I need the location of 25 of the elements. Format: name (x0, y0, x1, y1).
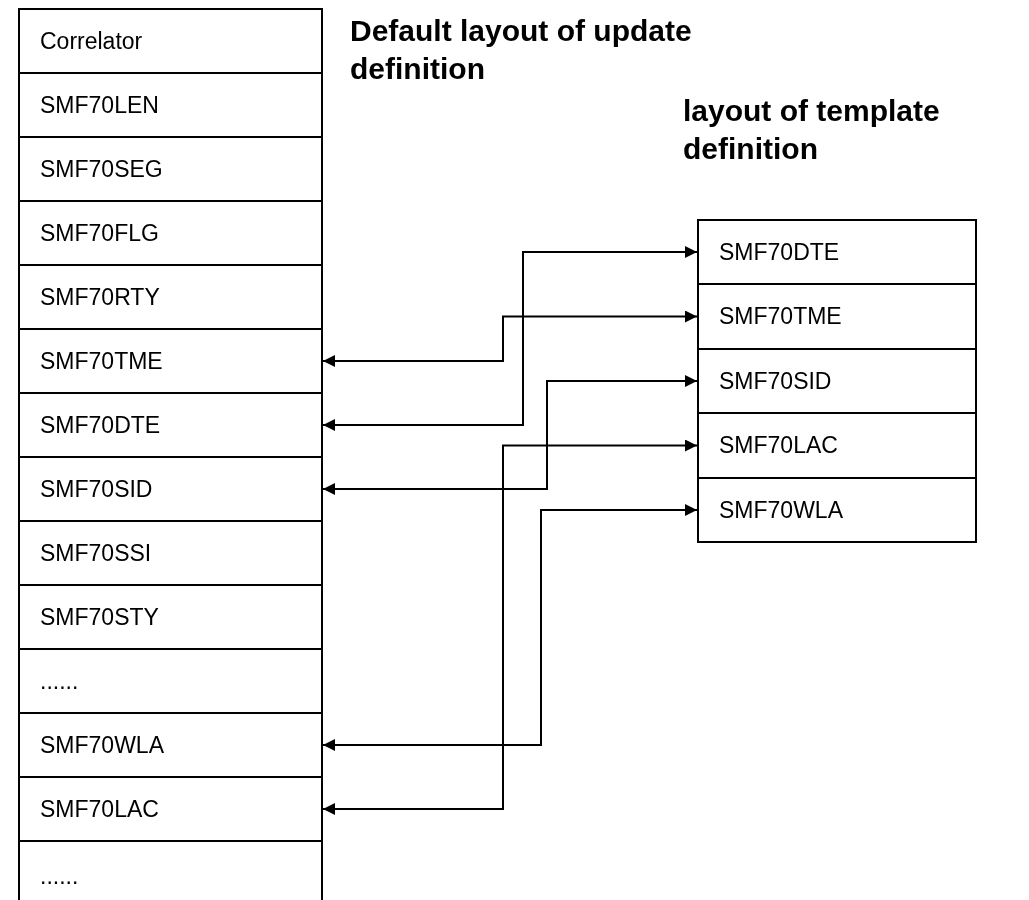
field-cell: SMF70WLA (697, 477, 977, 543)
field-cell: SMF70LAC (697, 412, 977, 479)
field-cell: Correlator (18, 8, 323, 74)
field-cell: SMF70TME (18, 328, 323, 394)
arrow (322, 504, 698, 751)
field-cell: SMF70SEG (18, 136, 323, 202)
field-cell: SMF70WLA (18, 712, 323, 778)
field-cell: SMF70STY (18, 584, 323, 650)
field-cell: SMF70TME (697, 283, 977, 350)
field-cell: SMF70RTY (18, 264, 323, 330)
field-cell: SMF70FLG (18, 200, 323, 266)
field-cell: SMF70SID (18, 456, 323, 522)
field-cell: SMF70LEN (18, 72, 323, 138)
arrow (322, 310, 698, 367)
field-cell: SMF70DTE (18, 392, 323, 458)
arrow (322, 439, 698, 815)
field-cell: SMF70LAC (18, 776, 323, 842)
field-cell: SMF70DTE (697, 219, 977, 285)
field-cell: SMF70SID (697, 348, 977, 414)
arrow (322, 375, 698, 495)
field-cell: ...... (18, 840, 323, 900)
field-cell: SMF70SSI (18, 520, 323, 586)
heading: layout of template definition (683, 93, 941, 167)
arrow (322, 246, 698, 431)
field-cell: ...... (18, 648, 323, 714)
